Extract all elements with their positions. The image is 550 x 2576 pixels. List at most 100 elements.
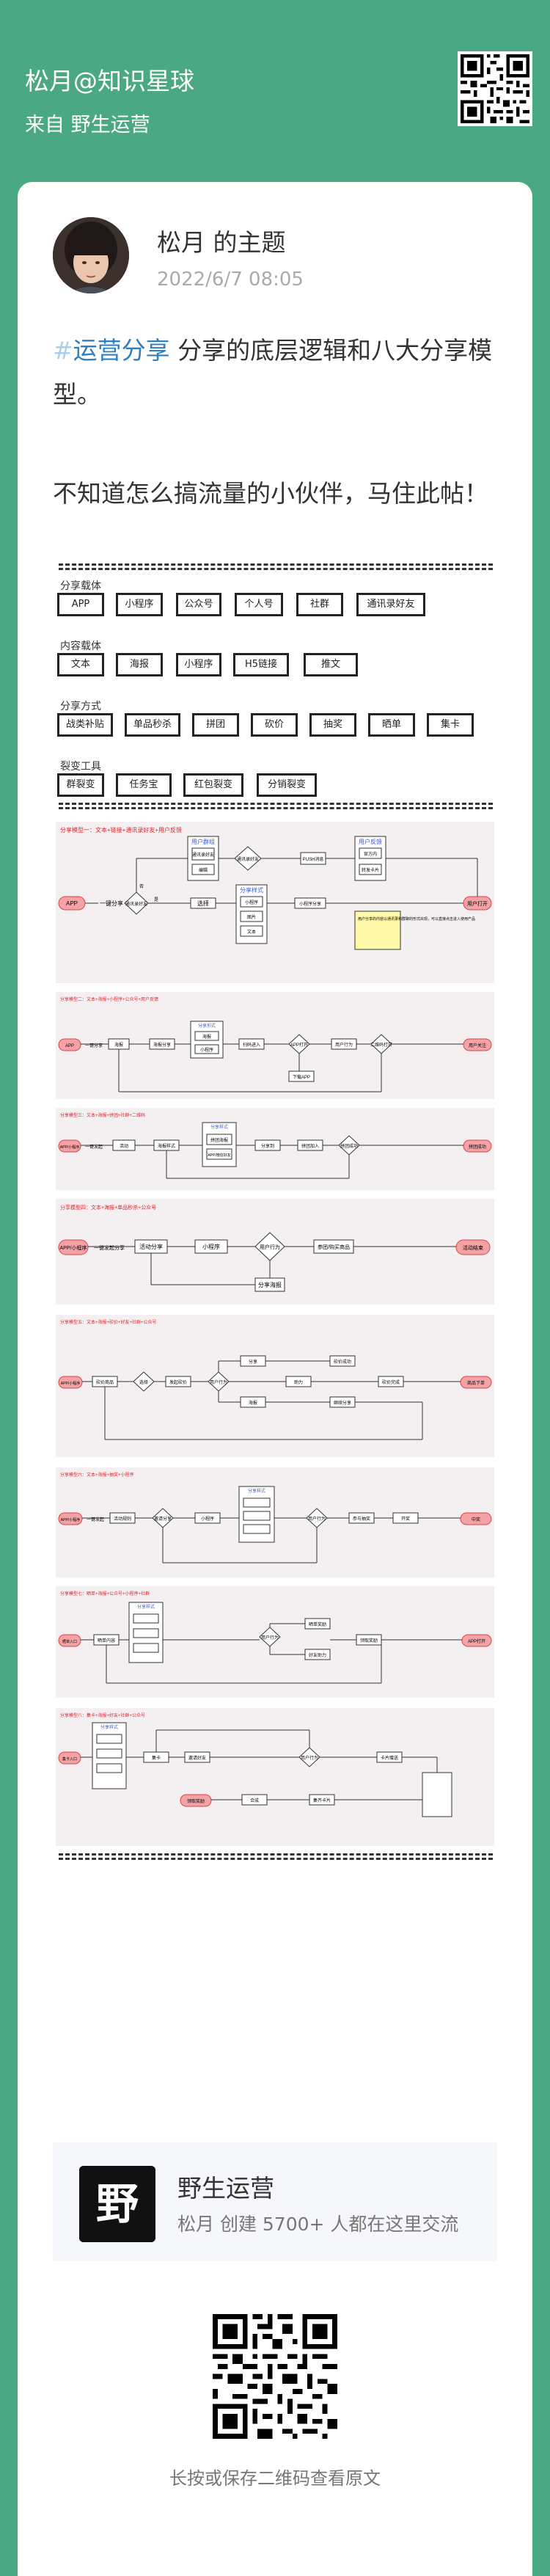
- svg-text:用户行为: 用户行为: [308, 1516, 326, 1522]
- svg-text:扫码进入: 扫码进入: [243, 1042, 260, 1048]
- svg-text:晒单入口: 晒单入口: [62, 1639, 77, 1644]
- author-name[interactable]: 松月 的主题: [157, 223, 286, 258]
- chip: 红包裂变: [183, 773, 243, 797]
- svg-text:分享样式: 分享样式: [100, 1724, 118, 1730]
- svg-text:分享样式: 分享样式: [137, 1604, 155, 1610]
- svg-text:集卡入口: 集卡入口: [62, 1756, 77, 1762]
- flowchart-4: 分享模型四：文本+海报+单品秒杀+公众号 APP/小程序 一键发起分享 活动分享…: [56, 1199, 494, 1305]
- post-text: #运营分享 分享的底层逻辑和八大分享模型。: [53, 329, 500, 417]
- svg-text:分享模型六：文本+海报+抽奖+小程序: 分享模型六：文本+海报+抽奖+小程序: [60, 1472, 134, 1478]
- section-label: 内容载体: [60, 638, 101, 653]
- svg-text:用户关注: 用户关注: [469, 1043, 486, 1048]
- header-title: 松月@知识星球: [25, 62, 194, 97]
- svg-text:下载APP: 下载APP: [293, 1074, 310, 1080]
- svg-text:参团/购买商品: 参团/购买商品: [318, 1244, 350, 1250]
- hashtag-symbol: #: [53, 336, 73, 365]
- section-label: 分享载体: [60, 578, 101, 593]
- svg-text:野: 野: [96, 2179, 139, 2229]
- article-image[interactable]: 分享载体 APP 小程序 公众号 个人号 社群 通讯录好友 内容载体 文本 海报…: [54, 563, 496, 2191]
- svg-text:分享模型一：文本+链接+通讯录好友+用户反馈: 分享模型一：文本+链接+通讯录好友+用户反馈: [60, 826, 182, 833]
- svg-text:海报分享: 海报分享: [153, 1042, 171, 1048]
- post-text-line2: 不知道怎么搞流量的小伙伴，马住此帖！: [53, 474, 488, 509]
- svg-text:APP打开: APP打开: [468, 1638, 485, 1644]
- svg-text:编辑: 编辑: [199, 867, 208, 873]
- svg-text:用户行为: 用户行为: [301, 1755, 318, 1761]
- group-description: 松月 创建 5700+ 人都在这里交流: [177, 2210, 458, 2236]
- svg-text:开奖: 开奖: [401, 1516, 410, 1522]
- topic-tag[interactable]: 运营分享: [73, 336, 170, 365]
- chip: 晒单: [368, 713, 415, 737]
- header-source: 来自 野生运营: [25, 109, 150, 137]
- divider: [59, 1858, 493, 1860]
- svg-text:选择: 选择: [139, 1379, 148, 1385]
- svg-text:发起砍价: 发起砍价: [169, 1379, 187, 1385]
- flowchart-3: 分享模型三：文本+海报+拼团+社群+二维码 APP/小程序 一键发起 活动 海报…: [56, 1108, 494, 1190]
- svg-text:APP/小程序: APP/小程序: [60, 1244, 87, 1251]
- svg-text:用户行为: 用户行为: [260, 1244, 280, 1250]
- svg-text:分享模型五：文本+海报+砍价+好友+社群+公众号: 分享模型五：文本+海报+砍价+好友+社群+公众号: [60, 1319, 157, 1325]
- svg-text:中奖: 中奖: [472, 1517, 480, 1522]
- svg-text:拼团加入: 拼团加入: [301, 1143, 319, 1149]
- svg-text:APP/小程序: APP/小程序: [61, 1517, 80, 1522]
- chip: 单品秒杀: [125, 713, 180, 737]
- svg-text:好友助力: 好友助力: [309, 1652, 326, 1658]
- header-qr-code[interactable]: [458, 51, 532, 126]
- chip: APP: [57, 593, 104, 616]
- svg-text:活动结束: 活动结束: [463, 1244, 483, 1251]
- svg-text:小程序分享: 小程序分享: [299, 901, 321, 907]
- svg-text:分享模型七：晒单+海报+公众号+小程序+社群: 分享模型七：晒单+海报+公众号+小程序+社群: [60, 1591, 150, 1597]
- flowchart-5: 分享模型五：文本+海报+砍价+好友+社群+公众号 APP/小程序 砍价商品 选择…: [56, 1315, 494, 1457]
- svg-text:通讯录好友: 通讯录好友: [125, 901, 147, 907]
- svg-text:小程序: 小程序: [201, 1516, 214, 1522]
- flowchart-1: 分享模型一：文本+链接+通讯录好友+用户反馈 APP 一键分享 通讯录好友 用户…: [56, 822, 494, 983]
- svg-text:活动分享: 活动分享: [139, 1243, 163, 1250]
- svg-text:海报: 海报: [249, 1400, 257, 1406]
- svg-text:分享到: 分享到: [261, 1143, 274, 1149]
- chip: 小程序: [116, 593, 163, 616]
- svg-text:分享模型八：集卡+海报+好友+社群+公众号: 分享模型八：集卡+海报+好友+社群+公众号: [60, 1712, 145, 1718]
- chip: 任务宝: [116, 773, 172, 797]
- svg-text:一键发起: 一键发起: [85, 1144, 103, 1150]
- svg-text:转发卡片: 转发卡片: [362, 867, 379, 873]
- svg-text:用户反馈: 用户反馈: [359, 838, 382, 845]
- svg-text:选择: 选择: [197, 900, 209, 907]
- svg-text:APP打开: APP打开: [290, 1042, 308, 1048]
- svg-text:官方内: 官方内: [364, 851, 377, 857]
- svg-text:APP: APP: [65, 1044, 74, 1048]
- flowchart-8: 分享模型八：集卡+海报+好友+社群+公众号 集卡入口 分享样式 集卡 邀请好友 …: [56, 1708, 494, 1846]
- chip: 文本: [57, 653, 104, 676]
- svg-text:拼团海报: 拼团海报: [210, 1137, 228, 1143]
- svg-text:集齐卡片: 集齐卡片: [313, 1798, 331, 1803]
- chip: 个人号: [235, 593, 283, 616]
- chip: 公众号: [176, 593, 221, 616]
- svg-text:分享样式: 分享样式: [248, 1488, 265, 1494]
- svg-text:小程序: 小程序: [202, 1243, 220, 1250]
- svg-text:一键分享: 一键分享: [100, 900, 123, 907]
- chip: 抽奖: [309, 713, 356, 737]
- svg-text:小程序: 小程序: [200, 1047, 213, 1053]
- chip: 砍价: [251, 713, 298, 737]
- svg-text:二维码打开: 二维码打开: [370, 1042, 392, 1048]
- article-qr-code[interactable]: [213, 2314, 337, 2439]
- svg-text:活动: 活动: [120, 1143, 128, 1149]
- author-avatar[interactable]: [53, 217, 129, 293]
- chip: 社群: [296, 593, 343, 616]
- svg-text:卡片赠送: 卡片赠送: [381, 1755, 398, 1761]
- svg-text:分享模型四：文本+海报+单品秒杀+公众号: 分享模型四：文本+海报+单品秒杀+公众号: [60, 1204, 156, 1211]
- svg-text:参与抽奖: 参与抽奖: [353, 1516, 370, 1522]
- svg-text:助力: 助力: [294, 1379, 303, 1385]
- svg-text:分享模型三：文本+海报+拼团+社群+二维码: 分享模型三：文本+海报+拼团+社群+二维码: [60, 1112, 145, 1118]
- svg-text:一键发起: 一键发起: [87, 1517, 104, 1522]
- svg-text:合成: 合成: [250, 1798, 259, 1803]
- flowchart-6: 分享模型六：文本+海报+抽奖+小程序 APP/小程序 一键发起 活动规则 邀请分…: [56, 1467, 494, 1577]
- post-date: 2022/6/7 08:05: [157, 269, 304, 291]
- group-logo: 野: [79, 2166, 155, 2242]
- svg-text:用户行为: 用户行为: [335, 1042, 353, 1048]
- svg-text:商品下单: 商品下单: [467, 1380, 485, 1386]
- svg-text:拼团成功: 拼团成功: [340, 1143, 358, 1149]
- svg-text:活动规则: 活动规则: [114, 1516, 131, 1522]
- svg-text:用户分享的内容以通讯录和群聊的形式出现，可以直接点击进入使用: 用户分享的内容以通讯录和群聊的形式出现，可以直接点击进入使用产品: [358, 916, 475, 922]
- svg-text:APP/微信好友: APP/微信好友: [208, 1153, 230, 1158]
- svg-text:APP/小程序: APP/小程序: [61, 1381, 80, 1386]
- svg-text:APP: APP: [66, 900, 78, 907]
